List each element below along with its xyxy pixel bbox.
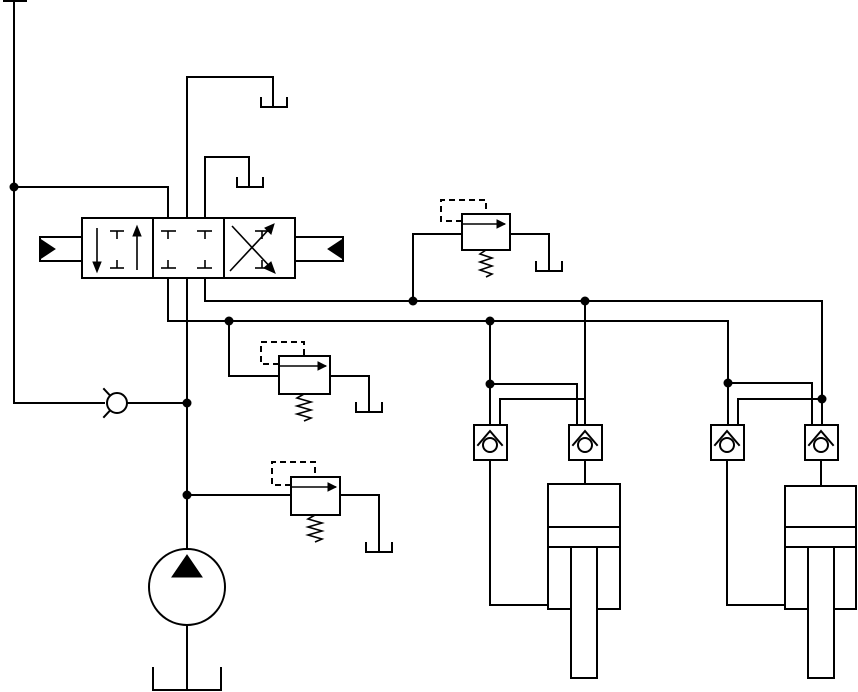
tank-symbol-2 <box>236 177 264 188</box>
pilot-check-valve-2 <box>568 424 603 461</box>
cyl2-rod-side-line <box>726 459 786 606</box>
check-valve <box>102 387 128 419</box>
relief-valve-outlet-line <box>339 494 380 553</box>
junction-dots <box>9 182 827 500</box>
return-line-upper <box>186 76 274 108</box>
solenoid-actuator-left <box>39 236 83 262</box>
cyl2-pilot-line-2 <box>737 398 823 426</box>
prv2-outlet-line <box>329 375 370 413</box>
cyl1-pilot-line-2 <box>499 398 586 426</box>
hydraulic-pump <box>148 548 226 626</box>
pilot-check-valve-1 <box>473 424 508 461</box>
pilot-check-valve-4 <box>804 424 839 461</box>
cyl1-rod-side-line <box>489 459 549 606</box>
work-line-a <box>167 277 729 384</box>
hydraulic-cylinder-2 <box>784 485 857 679</box>
cyl1-pilot-line-1 <box>489 383 578 426</box>
cyl2-pilot-line-1 <box>727 382 813 426</box>
work-line-b <box>204 277 823 400</box>
pressure-relief-valve-main <box>271 461 341 543</box>
tank-symbol-1 <box>260 97 288 108</box>
valve-port-line-a <box>13 186 169 219</box>
pressure-reducing-valve-2 <box>260 341 331 422</box>
tank-symbol-3 <box>535 261 563 272</box>
pressure-reducing-valve-1 <box>440 199 511 278</box>
tank-symbol-5 <box>365 542 393 553</box>
prv2-inlet-line <box>228 320 280 377</box>
return-line-valve <box>204 156 250 219</box>
prv1-outlet-line <box>509 233 550 272</box>
prv1-inlet-line <box>412 233 463 302</box>
tank-symbol-4 <box>355 402 383 413</box>
hydraulic-cylinder-1 <box>547 483 621 679</box>
pilot-check-valve-3 <box>710 424 745 461</box>
directional-control-valve-3-position <box>81 217 296 279</box>
solenoid-actuator-right <box>294 236 344 262</box>
